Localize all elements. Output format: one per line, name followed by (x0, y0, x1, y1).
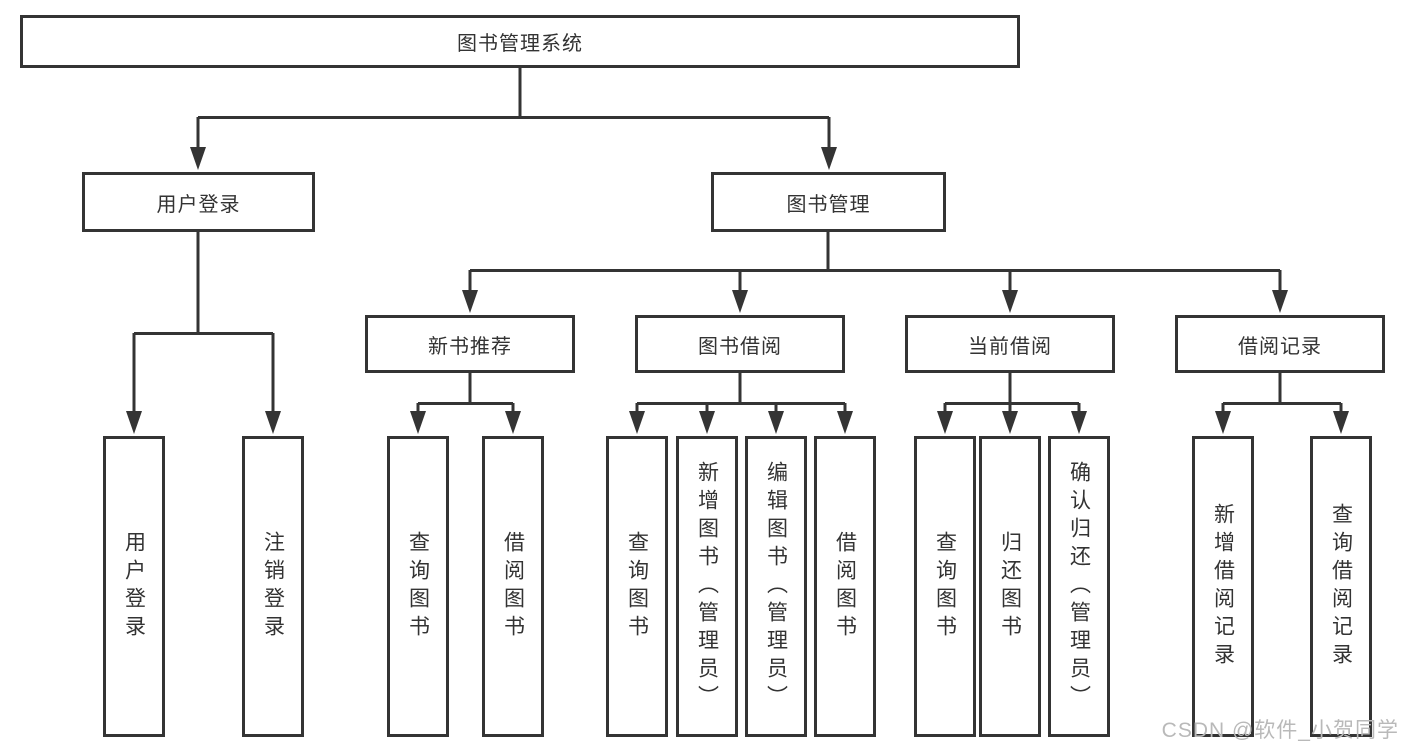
node-leaf-return-books-label: 归还图书 (998, 530, 1022, 643)
node-leaf-confirm-return-admin: 确认归还（管理员） (1048, 436, 1110, 737)
node-leaf-borrow-books-borrowing-label: 借阅图书 (833, 530, 857, 643)
node-leaf-logout-label: 注销登录 (261, 530, 285, 643)
node-book-borrowing: 图书借阅 (635, 315, 845, 373)
node-leaf-add-borrow-record-label: 新增借阅记录 (1211, 502, 1235, 671)
node-borrowing-records: 借阅记录 (1175, 315, 1385, 373)
node-leaf-query-books-recommend-label: 查询图书 (406, 530, 430, 643)
node-leaf-borrow-books-recommend: 借阅图书 (482, 436, 544, 737)
node-book-management: 图书管理 (711, 172, 946, 232)
node-user-login: 用户登录 (82, 172, 315, 232)
node-leaf-edit-books-admin: 编辑图书（管理员） (745, 436, 807, 737)
node-leaf-query-books-borrowing: 查询图书 (606, 436, 668, 737)
node-leaf-borrow-books-borrowing: 借阅图书 (814, 436, 876, 737)
node-leaf-user-login: 用户登录 (103, 436, 165, 737)
node-leaf-query-books-recommend: 查询图书 (387, 436, 449, 737)
node-current-borrowing: 当前借阅 (905, 315, 1115, 373)
node-leaf-add-books-admin: 新增图书（管理员） (676, 436, 738, 737)
node-leaf-add-borrow-record: 新增借阅记录 (1192, 436, 1254, 737)
node-leaf-query-borrow-record-label: 查询借阅记录 (1329, 502, 1353, 671)
node-leaf-user-login-label: 用户登录 (122, 530, 146, 643)
node-root: 图书管理系统 (20, 15, 1020, 68)
node-leaf-logout: 注销登录 (242, 436, 304, 737)
node-leaf-edit-books-admin-label: 编辑图书（管理员） (764, 460, 788, 713)
node-leaf-return-books: 归还图书 (979, 436, 1041, 737)
csdn-watermark: CSDN @软件_小贺同学 (1161, 719, 1399, 742)
node-leaf-query-books-current: 查询图书 (914, 436, 976, 737)
node-leaf-query-borrow-record: 查询借阅记录 (1310, 436, 1372, 737)
node-leaf-query-books-current-label: 查询图书 (933, 530, 957, 643)
node-new-book-recommend: 新书推荐 (365, 315, 575, 373)
node-leaf-query-books-borrowing-label: 查询图书 (625, 530, 649, 643)
node-leaf-borrow-books-recommend-label: 借阅图书 (501, 530, 525, 643)
node-leaf-confirm-return-admin-label: 确认归还（管理员） (1067, 460, 1091, 713)
node-leaf-add-books-admin-label: 新增图书（管理员） (695, 460, 719, 713)
